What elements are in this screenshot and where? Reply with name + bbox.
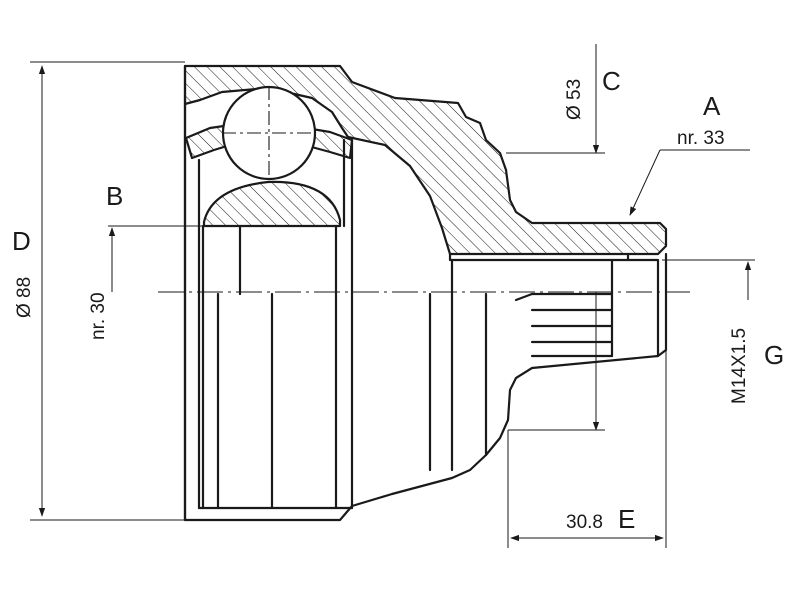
inner-race-hatched (202, 180, 342, 228)
label-g: G (764, 340, 784, 370)
dim-shaft-diameter: Ø 53 (564, 79, 585, 120)
dim-spline-count-b: nr. 30 (88, 292, 109, 340)
dim-spline-count-a: nr. 33 (677, 128, 725, 149)
label-e: E (618, 504, 635, 534)
dim-outer-diameter: Ø 88 (14, 277, 35, 318)
dim-a-leader (629, 149, 661, 216)
label-c: C (602, 66, 621, 96)
label-b: B (106, 181, 123, 211)
dim-length: 30.8 (566, 512, 603, 533)
body-spline-lines (428, 258, 488, 472)
label-d: D (12, 226, 31, 256)
housing-outline (183, 64, 668, 522)
stub-outline (448, 252, 660, 358)
dim-thread: M14X1.5 (729, 328, 750, 404)
label-a: A (703, 91, 721, 121)
housing-section-hatched (183, 64, 668, 256)
stub-spline-teeth (514, 292, 614, 380)
